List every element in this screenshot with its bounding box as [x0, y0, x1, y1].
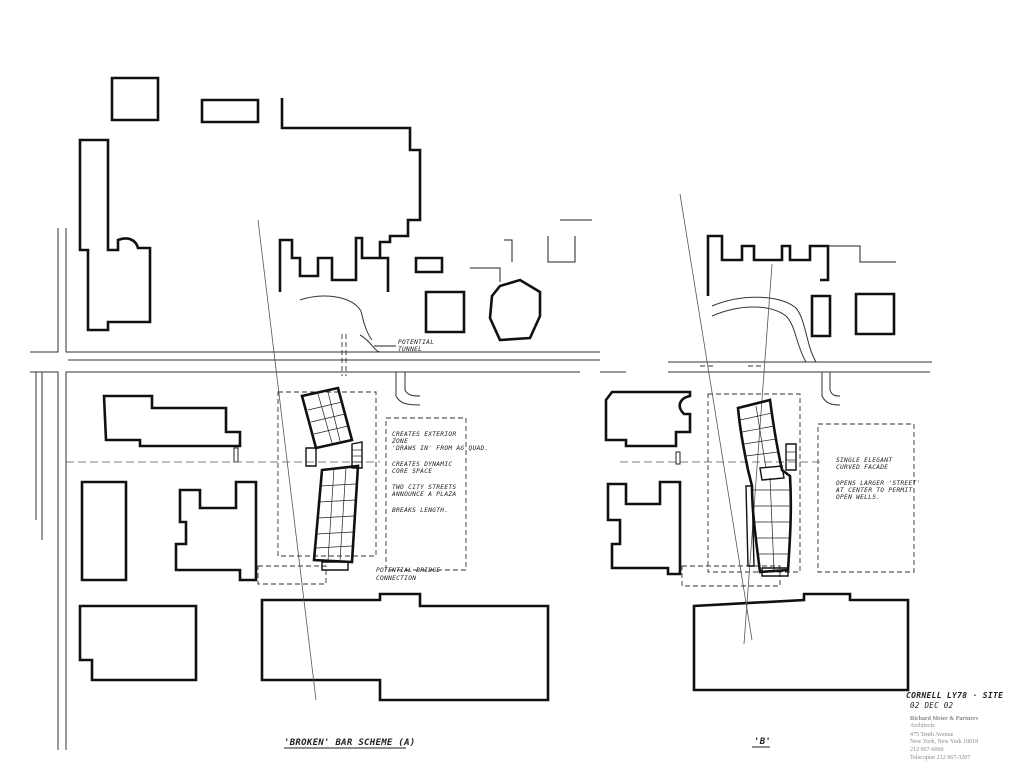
- firm-stamp-line: Telecopier 212 967-3207: [910, 755, 970, 761]
- firm-stamp: Richard Meier & Partners Architects 475 …: [910, 716, 979, 761]
- scheme-b-note: SINGLE ELEGANT: [836, 457, 893, 464]
- scheme-a-caption: 'BROKEN' BAR SCHEME (A): [284, 738, 416, 748]
- scheme-b-notes: SINGLE ELEGANT CURVED FACADE OPENS LARGE…: [835, 457, 921, 501]
- tunnel-label-line-1: POTENTIAL: [398, 339, 434, 346]
- scheme-a-plan: POTENTIAL TUNNEL POTENTIAL BRIDGE CONNEC…: [30, 76, 600, 750]
- scheme-a-note: BREAKS LENGTH.: [392, 507, 448, 514]
- scheme-b-site-outline: [681, 365, 915, 587]
- firm-stamp-line: 475 Tenth Avenue: [910, 732, 954, 738]
- scheme-a-note: 'DRAWS IN' FROM AG QUAD.: [392, 445, 489, 452]
- scheme-b-labels: SINGLE ELEGANT CURVED FACADE OPENS LARGE…: [752, 457, 921, 748]
- scheme-a-note: TWO CITY STREETS: [392, 484, 456, 491]
- scheme-a-notes: CREATES EXTERIOR ZONE 'DRAWS IN' FROM AG…: [391, 431, 489, 514]
- scheme-a-note: CORE SPACE: [392, 468, 432, 475]
- scheme-b-axis-lines: [620, 193, 820, 645]
- tunnel-label-line-2: TUNNEL: [398, 346, 422, 353]
- scheme-b-plan: SINGLE ELEGANT CURVED FACADE OPENS LARGE…: [600, 193, 932, 748]
- scheme-b-curved-bar-building: [736, 398, 797, 577]
- scheme-a-note: CREATES EXTERIOR: [392, 431, 456, 438]
- scheme-a-roads: [30, 228, 600, 750]
- firm-stamp-line: Architects: [910, 723, 935, 729]
- scheme-b-north-buildings: [706, 234, 896, 338]
- scheme-a-note: ZONE: [391, 438, 408, 445]
- scheme-b-note: CURVED FACADE: [836, 464, 888, 471]
- firm-stamp-line: 212 967-6060: [910, 747, 944, 753]
- scheme-a-note: CREATES DYNAMIC: [392, 461, 452, 468]
- scheme-a-broken-bar-building: [300, 386, 363, 571]
- firm-stamp-line: New York, New York 10018: [910, 739, 978, 745]
- project-date: 02 DEC 02: [910, 701, 954, 710]
- title-block: CORNELL LY78 · SITE 02 DEC 02 Richard Me…: [906, 691, 1003, 761]
- scheme-b-south-buildings: [604, 390, 910, 692]
- scheme-b-roads: [600, 296, 932, 406]
- bridge-label-line-1: POTENTIAL BRIDGE: [376, 567, 440, 574]
- scheme-b-note: OPEN WELLS.: [836, 494, 880, 501]
- bridge-label-line-2: CONNECTION: [376, 575, 416, 582]
- firm-stamp-line: Richard Meier & Partners: [910, 716, 979, 722]
- scheme-b-note: AT CENTER TO PERMIT: [835, 487, 913, 494]
- scheme-b-caption: 'B': [754, 737, 771, 747]
- scheme-a-north-buildings: [78, 76, 592, 342]
- project-title: CORNELL LY78 · SITE: [906, 691, 1003, 700]
- scheme-b-note: OPENS LARGER 'STREET': [836, 480, 921, 487]
- scheme-a-axis-lines: [66, 219, 380, 701]
- scheme-a-site-outline: [257, 334, 467, 585]
- scheme-a-labels: POTENTIAL TUNNEL POTENTIAL BRIDGE CONNEC…: [284, 339, 489, 749]
- scheme-a-south-buildings: [78, 394, 550, 702]
- scheme-a-note: ANNOUNCE A PLAZA: [391, 491, 456, 498]
